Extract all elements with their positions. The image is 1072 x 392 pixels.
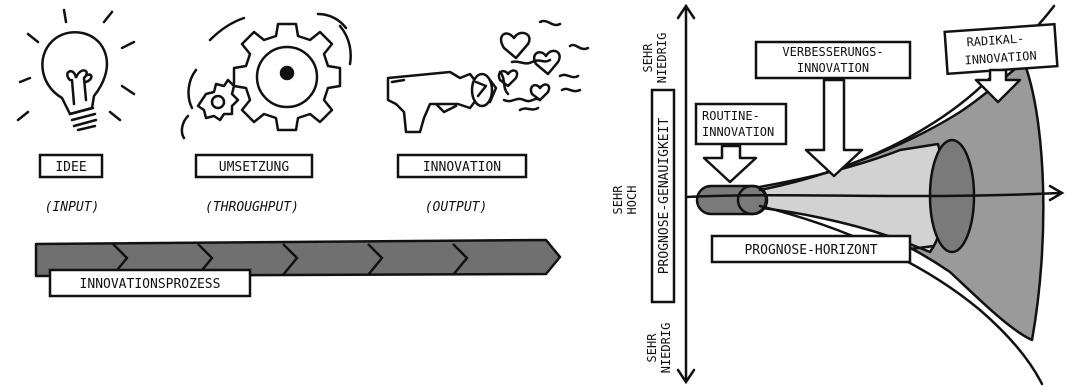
radical-innovation-callout: RADIKAL- INNOVATION — [943, 22, 1059, 104]
process-label-box: INNOVATIONSPROZESS — [48, 268, 252, 298]
radical-label-1: RADIKAL- — [966, 31, 1025, 49]
gears-icon — [180, 12, 352, 140]
stage-idee-sub: (INPUT) — [45, 200, 100, 215]
stage-umsetzung-sub: (THROUGHPUT) — [205, 200, 299, 215]
process-arrow — [34, 238, 562, 278]
improvement-arrow — [804, 78, 864, 178]
svg-text:SEHR: SEHR — [641, 43, 655, 73]
svg-text:SEHR: SEHR — [645, 333, 659, 363]
heart-ray-gun-icon — [386, 19, 590, 134]
x-axis — [684, 191, 1062, 199]
stage-innovation: INNOVATION (OUTPUT) — [396, 153, 528, 215]
process-chevron — [367, 243, 384, 276]
lightbulb-icon — [16, 8, 136, 132]
svg-text:NIEDRIG: NIEDRIG — [659, 323, 673, 374]
routine-cone — [695, 184, 769, 216]
routine-innovation-callout: ROUTINE- INNOVATION — [694, 102, 788, 184]
routine-arrow — [702, 144, 758, 184]
stage-idee: IDEE (INPUT) — [38, 153, 104, 215]
improvement-innovation-callout: VERBESSERUNGS- INNOVATION — [754, 40, 912, 178]
horizon-label-box: PROGNOSE-HORIZONT — [710, 234, 935, 264]
axis-bottom-label: SEHR NIEDRIG — [645, 323, 673, 374]
y-axis-label: PROGNOSE-GENAUIGKEIT — [657, 118, 672, 275]
left-panel: IDEE (INPUT) UMSETZUNG (THROUGHPUT) INNO… — [16, 8, 590, 298]
improvement-label-2: INNOVATION — [797, 61, 869, 75]
axis-top-label: SEHR NIEDRIG — [641, 33, 669, 84]
process-label: INNOVATIONSPROZESS — [80, 277, 221, 292]
horizon-label: PROGNOSE-HORIZONT — [744, 243, 877, 258]
stage-umsetzung: UMSETZUNG (THROUGHPUT) — [194, 153, 314, 215]
routine-label-2: INNOVATION — [702, 125, 774, 139]
lower-curve — [758, 204, 1044, 386]
stage-idee-label: IDEE — [55, 160, 86, 175]
routine-label-1: ROUTINE- — [702, 109, 760, 123]
axis-mid-label: SEHR HOCH — [611, 185, 639, 215]
stage-innovation-label: INNOVATION — [423, 160, 501, 175]
radical-label-2: INNOVATION — [964, 49, 1037, 68]
svg-text:HOCH: HOCH — [625, 186, 639, 215]
right-panel: PROGNOSE-GENAUIGKEIT SEHR NIEDRIG SEHR H… — [611, 3, 1065, 386]
improvement-label-1: VERBESSERUNGS- — [782, 45, 883, 59]
process-chevron — [282, 243, 299, 276]
svg-text:NIEDRIG: NIEDRIG — [655, 33, 669, 84]
svg-text:SEHR: SEHR — [611, 185, 625, 215]
forecast-cone — [695, 60, 1045, 342]
process-chevron — [452, 243, 469, 276]
stage-umsetzung-label: UMSETZUNG — [219, 160, 290, 175]
stage-innovation-sub: (OUTPUT) — [425, 200, 488, 215]
radical-arrow — [974, 68, 1022, 104]
y-axis-label-box: PROGNOSE-GENAUIGKEIT — [650, 88, 676, 304]
